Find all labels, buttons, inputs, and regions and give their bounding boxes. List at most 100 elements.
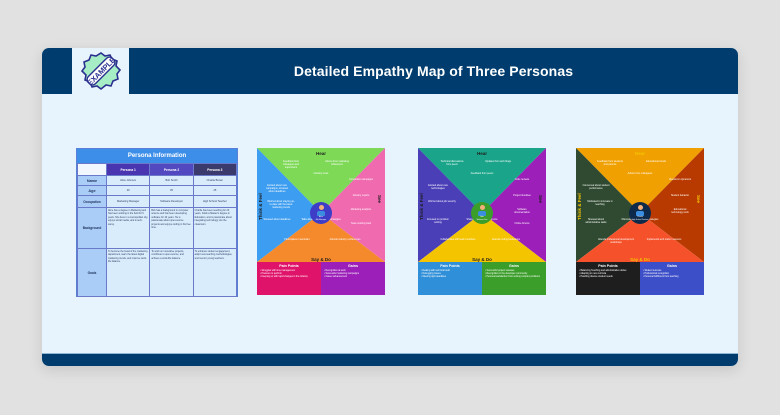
- cell: Marketing Manager: [105, 195, 151, 208]
- column-header: Persona 1: [105, 163, 151, 176]
- user-head-icon: [318, 205, 324, 211]
- think-feel-note: Motivated to innovate in teaching: [587, 200, 613, 206]
- pain-points-panel: Pain Points Balancing Teaching and admin…: [576, 262, 640, 295]
- row-label: Occupation: [77, 195, 107, 208]
- user-body-icon: [636, 210, 644, 216]
- pain-point-item: Pressure to perform: [260, 273, 318, 276]
- row-label: Background: [77, 207, 107, 249]
- say-do-label: Say & Do: [472, 257, 492, 262]
- say-do-note: Participates in seminars: [284, 238, 310, 241]
- empathy-quadrants: [418, 148, 546, 262]
- say-do-note: Collaborates with team members: [440, 238, 476, 241]
- persona-role: Mkt Manager: [315, 218, 327, 221]
- cell: Bob Smith: [149, 175, 194, 186]
- gain-item: Personal satisfaction from solving compl…: [485, 276, 543, 279]
- hear-note: Updates from tech blogs: [485, 160, 511, 163]
- pain-points-panel: Pain Points Dealing with technical debtD…: [418, 262, 482, 295]
- see-note: Online forums: [514, 222, 530, 225]
- empathy-map-persona-2: Hear Think & Feel See Say & Do Technical…: [418, 148, 546, 295]
- page-title: Detailed Empathy Map of Three Personas: [293, 63, 574, 79]
- gains-title: Gains: [667, 264, 677, 268]
- cell: Alice has a degree in Marketing and has …: [105, 207, 151, 249]
- persona-avatar: Charlie High School Teacher: [629, 202, 651, 224]
- row-label: Age: [77, 185, 107, 196]
- pain-points-title: Pain Points: [440, 264, 460, 268]
- see-note: Educational technology tools: [671, 208, 689, 214]
- gain-item: Professional recognition: [643, 273, 701, 276]
- cell: To enhance student engagement, adopt new…: [192, 248, 238, 297]
- pain-points-title: Pain Points: [279, 264, 299, 268]
- hear-note: Educational trends: [646, 160, 666, 163]
- think-feel-note: Excited about new technologies: [428, 184, 448, 190]
- pain-points-title: Pain Points: [598, 264, 618, 268]
- user-body-icon: [317, 210, 325, 216]
- hear-label: Hear: [634, 151, 645, 156]
- pain-point-item: Handling diverse student needs: [579, 276, 637, 279]
- say-do-note: Attends industry conferences: [329, 238, 361, 241]
- pain-point-item: Balancing Teaching and administrative du…: [579, 270, 637, 273]
- slide: EXAMPLE Detailed Empathy Map of Three Pe…: [42, 48, 738, 366]
- pains-gains-panel: Pain Points Balancing Teaching and admin…: [576, 262, 704, 295]
- see-note: Project timelines: [513, 194, 531, 197]
- hear-note: Advice from colleagues: [627, 172, 653, 175]
- empathy-quadrants: [257, 148, 385, 262]
- pains-gains-panel: Pain Points Dealing with technical debtD…: [418, 262, 546, 295]
- table-row-background: Background Alice has a degree in Marketi…: [77, 207, 238, 249]
- persona-table-title: Persona Information: [77, 149, 237, 163]
- cell: To become the head of the marketing depa…: [105, 248, 151, 297]
- pain-point-item: Keeping up with rapid changes in the ind…: [260, 276, 318, 279]
- pain-point-item: Struggles with time management: [260, 270, 318, 273]
- see-label: See: [377, 194, 382, 203]
- pain-point-item: Meeting tight deadlines: [421, 276, 479, 279]
- see-note: Software documentation: [514, 208, 530, 214]
- hear-label: Hear: [476, 151, 487, 156]
- think-feel-note: Focused on problem solving: [427, 218, 449, 224]
- cell: Bob has a background in computer science…: [149, 207, 194, 249]
- gain-item: Recognition in the developer community: [485, 273, 543, 276]
- gains-panel: Gains Successful project releasesRecogni…: [482, 262, 546, 295]
- hear-note: Feedback from peers: [470, 172, 494, 175]
- cell: Charlie Brown: [192, 175, 238, 186]
- hear-note: Feedback from colleagues and supervisors: [282, 160, 300, 169]
- gain-item: Successful project releases: [485, 270, 543, 273]
- pain-points-panel: Pain Points Struggles with time manageme…: [257, 262, 321, 295]
- persona-avatar: Bob Software Dev: [471, 202, 493, 224]
- say-do-note: Attends coding bootcamps: [491, 238, 521, 241]
- say-do-note: Implements tech tools in lessons: [646, 238, 682, 241]
- say-do-label: Say & Do: [630, 257, 650, 262]
- see-label: See: [538, 194, 543, 203]
- pains-gains-panel: Pain Points Struggles with time manageme…: [257, 262, 385, 295]
- cell: 45: [192, 185, 238, 196]
- row-label: Goals: [77, 248, 107, 297]
- cell: To work on innovative projects, contribu…: [149, 248, 194, 297]
- persona-name: Bob: [480, 216, 484, 219]
- example-badge: EXAMPLE: [72, 48, 129, 94]
- table-row-name: Name Alice Johnson Bob Smith Charlie Bro…: [77, 175, 238, 186]
- gain-item: Successful marketing campaigns: [324, 273, 382, 276]
- hear-note: Feedback from students and parents: [597, 160, 623, 166]
- hear-note: Technical discussions from peers: [440, 160, 464, 166]
- table-row-occupation: Occupation Marketing Manager Software De…: [77, 195, 238, 208]
- cell: Software Developer: [149, 195, 194, 208]
- cell: 35: [149, 185, 194, 196]
- think-feel-note: Concerned about student performance: [582, 184, 610, 190]
- gain-item: Recognition at work: [324, 270, 382, 273]
- persona-name: Charlie: [637, 216, 643, 219]
- user-body-icon: [478, 210, 486, 216]
- persona-role: High School Teacher: [631, 218, 649, 221]
- empathy-map-persona-3: Hear Think & Feel See Say & Do Feedback …: [576, 148, 704, 295]
- gain-item: Career advancement: [324, 276, 382, 279]
- table-row-age: Age 29 35 45: [77, 185, 238, 196]
- see-note: Student behavior: [670, 194, 690, 197]
- think-feel-note: Stressed about administrative tasks: [585, 218, 607, 224]
- persona-name: Alice: [319, 216, 323, 219]
- cell: Alice Johnson: [105, 175, 151, 186]
- pain-point-item: Dealing with technical debt: [421, 270, 479, 273]
- column-header: Persona 3: [192, 163, 238, 176]
- persona-info-table: Persona Information Persona 1 Persona 2 …: [76, 148, 238, 297]
- cell: 29: [105, 185, 151, 196]
- column-header: Persona 2: [149, 163, 194, 176]
- say-do-label: Say & Do: [311, 257, 331, 262]
- hear-note: Industry news: [313, 172, 329, 175]
- cell: High School Teacher: [192, 195, 238, 208]
